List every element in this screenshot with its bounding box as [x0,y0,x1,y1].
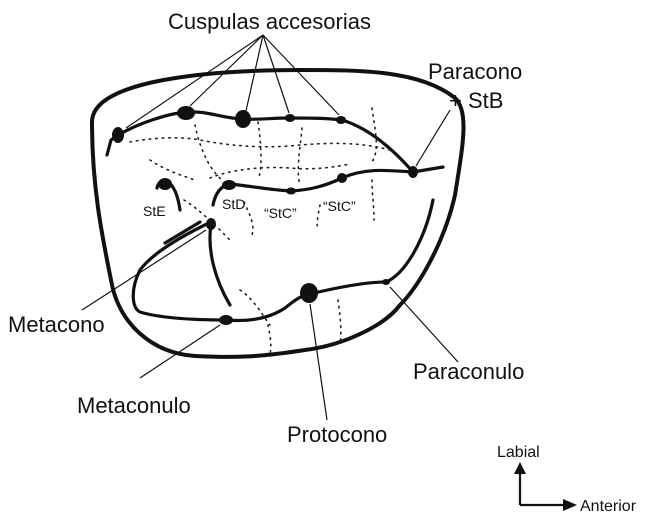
accessory-cusp-2 [177,106,195,120]
protocone-cusp [300,283,318,303]
accessory-cusp-4 [285,114,295,122]
leader-paracone [416,110,450,166]
dotted-valley-8 [317,205,320,230]
dotted-valley-9 [372,180,374,220]
label-metaconule: Metaconulo [77,393,191,418]
paraconule-cusp [382,279,390,285]
metacone-to-metaconule [210,224,230,305]
accessory-cusp-1 [112,127,124,143]
leader-accessory-4 [263,35,289,113]
accessory-cusp-5 [336,116,346,124]
label-stc-1: “StC” [264,205,297,221]
label-labial: Labial [497,444,540,461]
leader-metacone [82,230,206,310]
accessory-cusp-3 [235,110,251,128]
label-std: StD [222,196,245,212]
dotted-valley-3 [298,128,302,185]
leader-metaconule [140,325,220,378]
leader-accessory-5 [263,35,339,115]
label-ste: StE [143,203,166,219]
std-cusp [222,180,236,190]
dotted-ridge-lower [210,164,350,178]
label-metacone: Metacono [8,312,105,337]
stc-cusp-2 [337,173,347,183]
label-accessory-cusps: Cuspulas accesorias [168,9,371,34]
metacone-crest-a [165,222,200,243]
label-stc-2: “StC” [323,198,356,214]
dotted-valley-5 [150,160,195,180]
dotted-valley-12 [338,300,341,345]
label-paracone-stylar: + StB [449,88,503,113]
orientation-indicator: Labial Anterior [497,444,637,515]
dotted-valley-1 [195,125,222,180]
arrow-up-head [514,462,526,474]
orientation-axes [520,470,565,505]
stc-cusp-1 [286,188,296,195]
label-paraconule: Paraconulo [413,359,524,384]
dotted-valley-11 [268,325,271,354]
ste-cusp [158,178,172,190]
dotted-valley-2 [258,122,261,180]
label-anterior: Anterior [580,498,637,515]
label-paracone: Paracono [428,59,522,84]
arrow-right-head [563,499,577,511]
postmetacrista [133,222,226,320]
leader-paraconule [390,287,458,362]
label-protocone: Protocono [287,422,387,447]
leader-protocone [310,304,327,420]
